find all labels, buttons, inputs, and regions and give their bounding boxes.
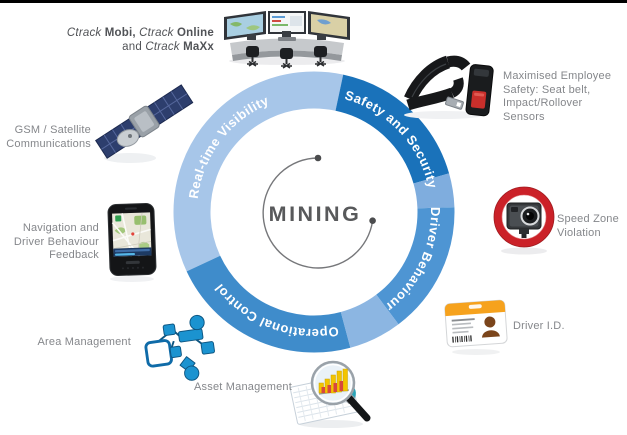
operator-chair	[314, 46, 327, 67]
satellite-icon	[95, 84, 194, 163]
top-border-line	[0, 0, 627, 3]
control-room-icon	[224, 11, 350, 69]
chart-magnifier-icon	[289, 360, 371, 428]
speed-line-2: Violation	[557, 226, 601, 239]
arc-endpoint-dot-top	[314, 154, 322, 162]
nav-line-3: Feedback	[49, 249, 99, 261]
operator-chair	[280, 48, 293, 69]
ring-segment-driver-behaviour	[173, 71, 455, 353]
segmented-ring	[173, 71, 455, 353]
ring-segment-operational-control	[173, 71, 455, 353]
arc-endpoint-dot-right	[369, 217, 376, 224]
gsm-line-2: Communications	[6, 137, 91, 150]
ring-segment-safety-and-security	[173, 71, 455, 353]
gsm-satellite-label: GSM / Satellite Communications	[6, 124, 91, 151]
bar-chart-front-bars	[321, 381, 343, 393]
driver-id-label: Driver I.D.	[513, 320, 565, 332]
center-emblem: MINING	[262, 154, 376, 269]
speed-line-1: Speed Zone	[557, 213, 619, 225]
employee-safety-label: Maximised Employee Safety: Seat belt, Im…	[503, 70, 627, 124]
safety-line-2: Safety: Seat belt,	[503, 83, 591, 96]
cycle-arc	[262, 157, 374, 269]
ctrack-products-label: Ctrack Mobi, Ctrack Online and Ctrack Ma…	[67, 26, 214, 54]
gsm-line-1: GSM / Satellite	[14, 124, 91, 136]
ring-segment-transition-1	[173, 71, 455, 353]
flowchart-icon	[144, 314, 215, 381]
nav-line-1: Navigation and	[22, 222, 99, 234]
person-silhouette	[484, 316, 496, 328]
speed-zone-label: Speed Zone Violation	[557, 213, 619, 240]
asset-management-label: Asset Management	[194, 381, 292, 393]
ctrack-line-2: and Ctrack MaXx	[122, 41, 214, 53]
seat-belt-icon	[404, 55, 494, 119]
nav-line-2: Driver Behaviour	[13, 235, 99, 248]
barcode	[452, 335, 472, 343]
navigation-feedback-label: Navigation and Driver Behaviour Feedback	[14, 222, 99, 263]
ctrack-line-1: Ctrack Mobi, Ctrack Online	[66, 27, 214, 39]
operator-chair	[246, 46, 259, 67]
safety-line-1: Maximised Employee	[503, 70, 612, 82]
smartphone-icon	[107, 202, 157, 282]
speed-camera-icon	[493, 186, 555, 255]
magnifier-handle	[345, 394, 371, 422]
safety-line-3: Impact/Rollover Sensors	[503, 97, 583, 123]
center-title: MINING	[269, 202, 362, 226]
area-management-label: Area Management	[37, 336, 131, 348]
id-card-icon	[444, 299, 508, 355]
